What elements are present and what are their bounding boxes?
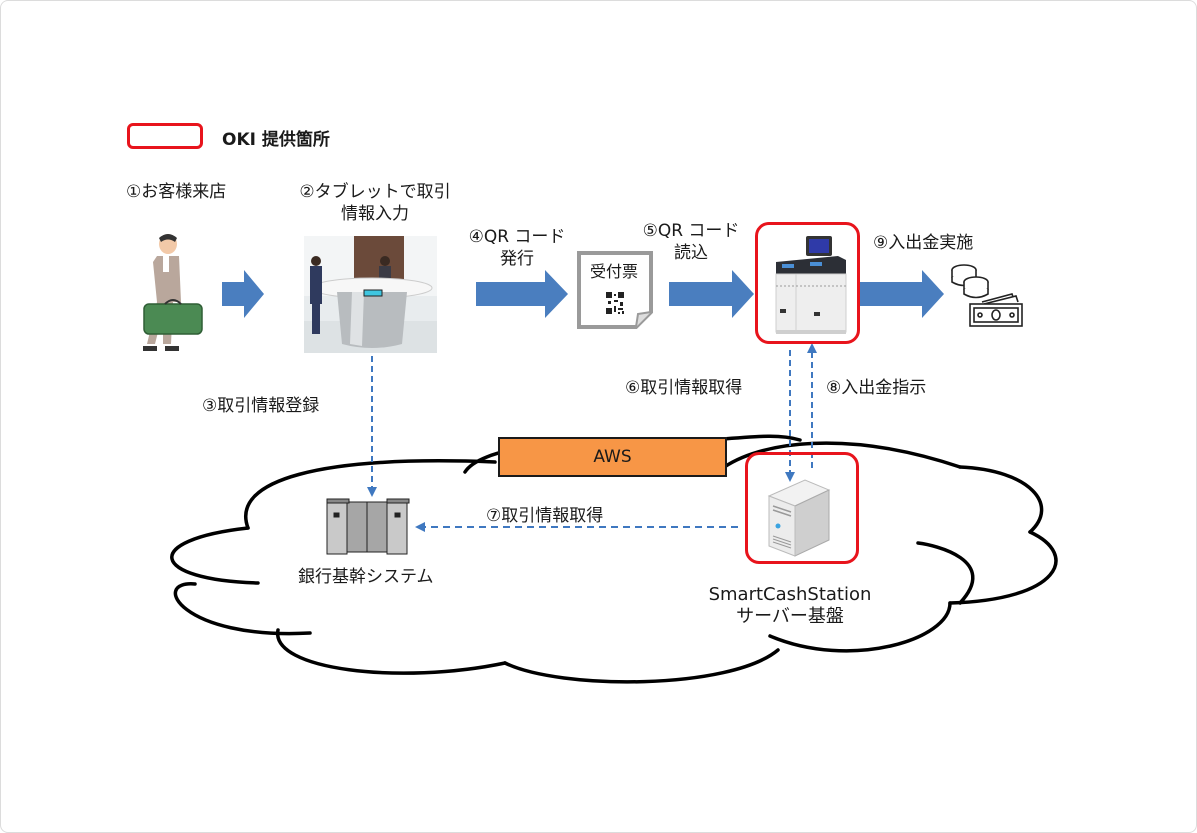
step-8-label: ⑧入出金指示 — [826, 378, 927, 398]
cash-station-machine-image — [775, 236, 847, 334]
step-1-label: ①お客様来店 — [126, 182, 227, 202]
step-6-label: ⑥取引情報取得 — [625, 378, 743, 398]
flow-arrow-4 — [476, 270, 568, 318]
flow-arrow-1 — [222, 270, 264, 318]
server-icon — [767, 479, 831, 557]
step-2-label: ②タブレットで取引 情報入力 — [280, 181, 470, 225]
step-9-label: ⑨入出金実施 — [873, 233, 974, 253]
oki-highlight-cash-station — [755, 222, 860, 344]
flow-arrow-9 — [860, 270, 944, 318]
bank-core-system-icon — [326, 498, 410, 555]
server-label: SmartCashStation サーバー基盤 — [690, 584, 890, 628]
step-2-line2: 情報入力 — [341, 204, 409, 224]
aws-label-box: AWS — [498, 437, 727, 477]
cash-money-icon — [951, 264, 1023, 327]
bank-core-system-label: 銀行基幹システム — [298, 567, 434, 587]
qr-code-icon — [606, 292, 624, 314]
server-label-line1: SmartCashStation — [708, 584, 872, 605]
step-4-line1: ④QR コード — [468, 227, 566, 247]
step-7-label: ⑦取引情報取得 — [486, 506, 604, 526]
step-5-line1: ⑤QR コード — [642, 221, 740, 241]
aws-label: AWS — [593, 447, 632, 467]
receipt-icon — [577, 251, 653, 329]
step-3-label: ③取引情報登録 — [202, 396, 320, 416]
legend-label: OKI 提供箇所 — [222, 130, 330, 150]
legend-oki-box — [127, 123, 203, 149]
customer-walking-icon — [143, 234, 203, 351]
step-5-line2: 読込 — [674, 243, 708, 263]
tablet-counter-image — [304, 236, 437, 353]
server-label-line2: サーバー基盤 — [736, 606, 844, 627]
step-4-label: ④QR コード 発行 — [452, 226, 582, 270]
step-5-label: ⑤QR コード 読込 — [626, 220, 756, 264]
step-2-line1: ②タブレットで取引 — [299, 182, 451, 202]
step-4-line2: 発行 — [500, 249, 534, 269]
oki-highlight-server — [745, 452, 859, 564]
flow-arrow-5 — [669, 270, 754, 318]
cloud-outline — [170, 434, 1058, 684]
receipt-label: 受付票 — [589, 262, 638, 281]
